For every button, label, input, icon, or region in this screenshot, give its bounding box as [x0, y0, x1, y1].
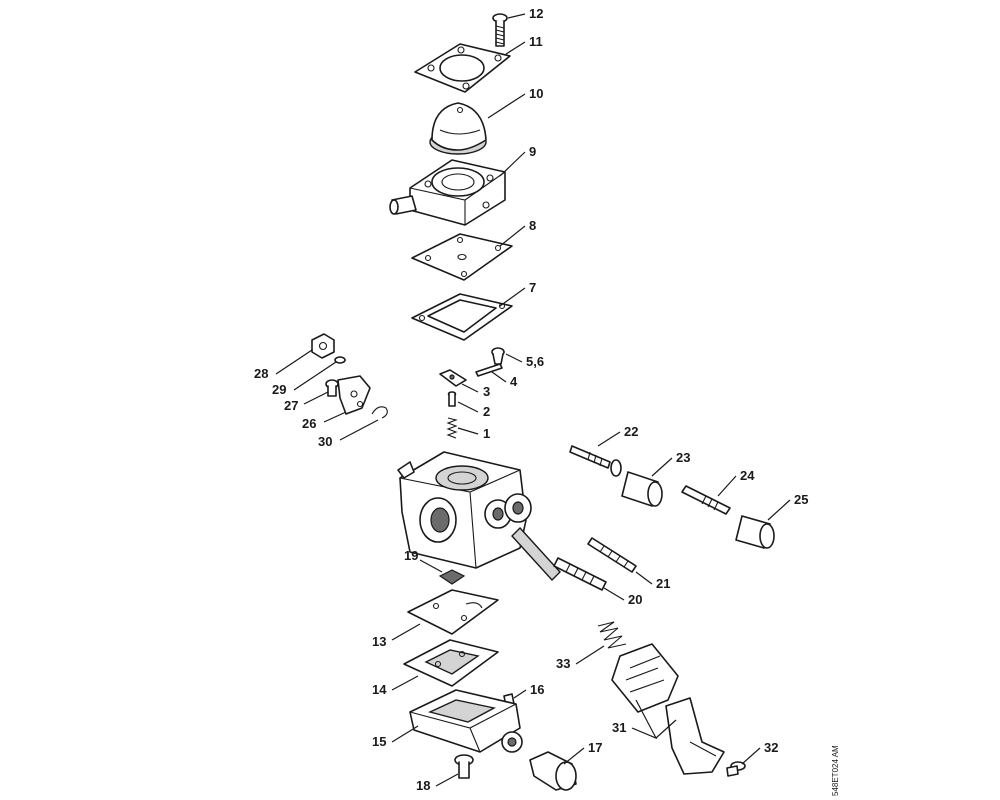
part-14-diaphragm [403, 639, 499, 687]
callout-33: 33 [556, 656, 570, 671]
part-18-screw [454, 754, 474, 779]
callout-26: 26 [302, 416, 316, 431]
callout-32: 32 [764, 740, 778, 755]
document-code: 548ET024 AM [831, 745, 840, 796]
part-5-6-screw [491, 347, 505, 365]
callout-2: 2 [483, 404, 490, 419]
part-26-throttle-lever [337, 375, 371, 415]
callout-10: 10 [529, 86, 543, 101]
callout-1: 1 [483, 426, 490, 441]
part-7-gasket [411, 293, 513, 341]
part-11-gasket [414, 43, 511, 93]
part-15-end-cover [409, 689, 523, 753]
callout-labels: 12 11 10 9 8 7 5,6 4 3 2 1 28 29 27 26 3… [254, 6, 808, 793]
part-25-limiter-cap [735, 515, 775, 549]
part-3-lever [439, 369, 467, 387]
callout-5-6: 5,6 [526, 354, 544, 369]
part-13-gasket [407, 589, 499, 635]
callout-25: 25 [794, 492, 808, 507]
part-19-filter-screen [438, 569, 466, 585]
callout-8: 8 [529, 218, 536, 233]
part-28-nut [311, 333, 335, 359]
part-8-diaphragm [411, 233, 513, 281]
part-24-adjusting-screw [681, 485, 731, 515]
carburetor-body [397, 451, 561, 582]
part-33-spring [597, 621, 627, 649]
callout-15: 15 [372, 734, 386, 749]
part-32-screw [726, 761, 746, 777]
callout-12: 12 [529, 6, 543, 21]
part-9-pump-housing [389, 159, 506, 226]
part-12-screw [492, 13, 508, 47]
callout-20: 20 [628, 592, 642, 607]
part-1-spring [446, 417, 458, 439]
part-17-limiter-cap [529, 751, 577, 791]
callout-30: 30 [318, 434, 332, 449]
callout-21: 21 [656, 576, 670, 591]
callout-16: 16 [530, 682, 544, 697]
callout-27: 27 [284, 398, 298, 413]
part-27-screw [325, 379, 339, 397]
callout-13: 13 [372, 634, 386, 649]
part-20-adjusting-screw [553, 557, 607, 591]
callout-28: 28 [254, 366, 268, 381]
part-22-adjusting-screw [569, 445, 622, 477]
part-2-needle [447, 391, 457, 407]
callout-7: 7 [529, 280, 536, 295]
part-23-limiter-cap [621, 471, 663, 507]
callout-11: 11 [529, 34, 543, 49]
callout-4: 4 [510, 374, 518, 389]
callout-22: 22 [624, 424, 638, 439]
part-21-adjusting-screw [587, 537, 637, 573]
part-4-pin [475, 363, 503, 377]
part-31-knob [665, 697, 725, 775]
callout-31: 31 [612, 720, 626, 735]
part-10-primer-bulb [429, 102, 487, 155]
callout-9: 9 [529, 144, 536, 159]
callout-3: 3 [483, 384, 490, 399]
callout-17: 17 [588, 740, 602, 755]
part-29-ring [334, 356, 346, 364]
part-30-clip [371, 406, 388, 419]
callout-18: 18 [416, 778, 430, 793]
leader-lines [275, 13, 791, 787]
callout-14: 14 [372, 682, 387, 697]
callout-24: 24 [740, 468, 755, 483]
callout-19: 19 [404, 548, 418, 563]
callout-23: 23 [676, 450, 690, 465]
part-31-housing [611, 643, 679, 713]
callout-29: 29 [272, 382, 286, 397]
